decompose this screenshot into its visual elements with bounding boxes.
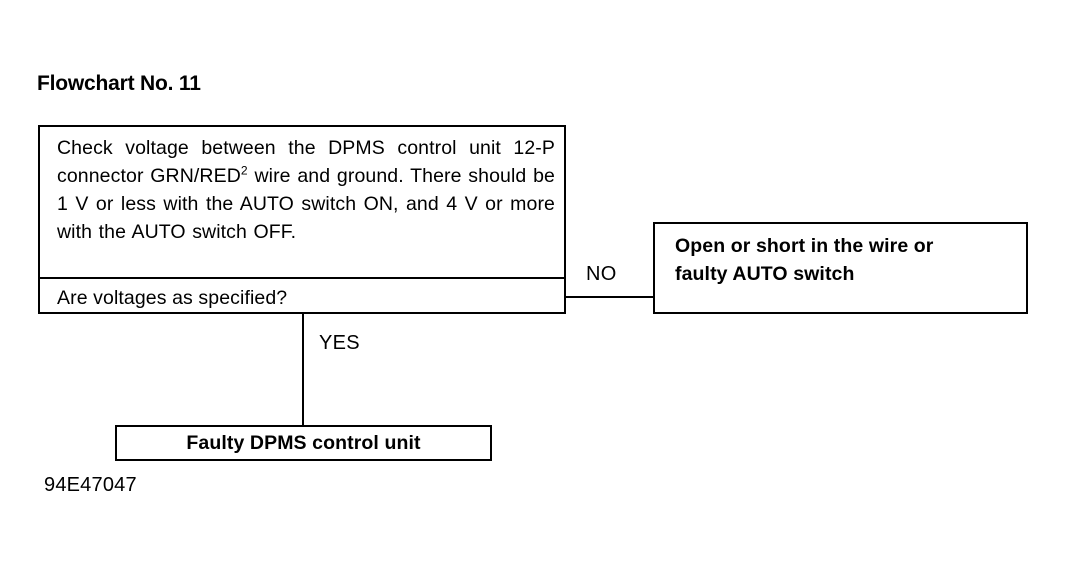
outcome-no-text: Open or short in the wire or faulty AUTO…	[655, 224, 1026, 288]
outcome-no-line-2: faulty AUTO switch	[675, 263, 855, 285]
branch-label-yes: YES	[319, 332, 360, 354]
decision-instruction-text: Check voltage between the DPMS control u…	[57, 134, 555, 246]
instruction-line-3: ground. There should be 1 V or less with	[57, 165, 555, 215]
outcome-yes-text: Faulty DPMS control unit	[186, 431, 421, 454]
instruction-line-2-post: wire and	[247, 165, 331, 187]
instruction-line-4: the AUTO switch ON, and 4 V or more with	[57, 193, 555, 243]
decision-question: Are voltages as specified?	[57, 287, 288, 309]
connector-no-branch	[566, 296, 655, 298]
outcome-no-line-1: Open or short in the wire or	[675, 235, 934, 257]
decision-instruction-block: Check voltage between the DPMS control u…	[40, 127, 564, 279]
figure-caption: 94E47047	[44, 474, 137, 496]
connector-yes-branch	[302, 313, 304, 426]
outcome-box-no: Open or short in the wire or faulty AUTO…	[653, 222, 1028, 314]
instruction-line-5: the AUTO switch OFF.	[98, 221, 297, 243]
instruction-line-2-pre: unit 12-P connector GRN/RED	[57, 137, 555, 187]
outcome-box-yes: Faulty DPMS control unit	[115, 425, 492, 461]
branch-label-no: NO	[586, 263, 617, 285]
decision-box: Check voltage between the DPMS control u…	[38, 125, 566, 314]
superscript-2: 2	[240, 163, 248, 178]
instruction-line-1: Check voltage between the DPMS control	[57, 137, 457, 159]
page-title: Flowchart No. 11	[37, 72, 201, 95]
